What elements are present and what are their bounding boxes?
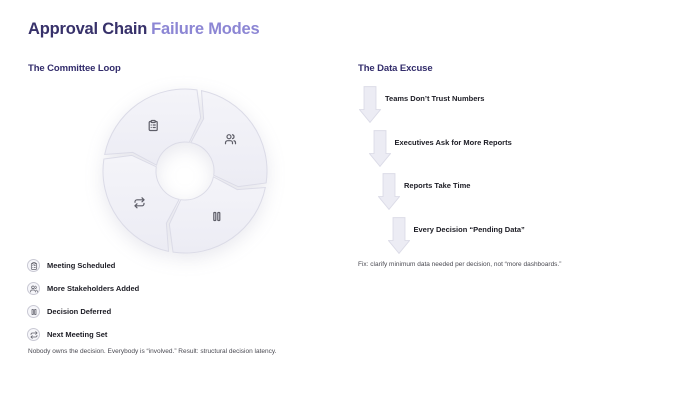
cascade-step-label: Executives Ask for More Reports [394,137,512,147]
pause-icon [27,305,40,318]
committee-cycle-diagram [90,76,280,266]
cascade-step-label: Reports Take Time [404,181,471,190]
legend-item: More Stakeholders Added [27,277,139,300]
committee-legend: Meeting Scheduled More Stakeholders Adde… [27,254,139,346]
committee-note: Nobody owns the decision. Everybody is “… [28,348,277,355]
repeat-icon [27,328,40,341]
legend-item-label: More Stakeholders Added [47,284,140,293]
cascade-step: Every Decision “Pending Data” [387,216,525,255]
users-icon [27,282,40,295]
data-excuse-cascade: Teams Don’t Trust Numbers Executives Ask… [359,85,679,257]
clipboard-list-icon [27,259,40,272]
committee-heading: The Committee Loop [28,63,121,74]
cascade-step-label: Teams Don’t Trust Numbers [385,94,485,103]
legend-item-label: Decision Deferred [47,307,112,316]
cascade-step: Executives Ask for More Reports [368,129,512,168]
legend-item: Meeting Scheduled [27,254,139,277]
legend-item: Decision Deferred [27,300,139,323]
down-arrow-icon [368,129,391,168]
down-arrow-icon [359,85,381,124]
title-primary: Approval Chain [28,20,148,38]
legend-item: Next Meeting Set [27,323,139,346]
data-excuse-note: Fix: clarify minimum data needed per dec… [358,261,562,268]
legend-item-label: Next Meeting Set [47,330,108,339]
title-secondary: Failure Modes [151,20,260,38]
cascade-step: Reports Take Time [378,172,470,211]
down-arrow-icon [378,172,400,211]
cascade-step: Teams Don’t Trust Numbers [359,85,484,124]
data-excuse-heading: The Data Excuse [358,63,433,74]
legend-item-label: Meeting Scheduled [47,261,116,270]
cascade-step-label: Every Decision “Pending Data” [413,224,525,234]
down-arrow-icon [387,216,410,255]
